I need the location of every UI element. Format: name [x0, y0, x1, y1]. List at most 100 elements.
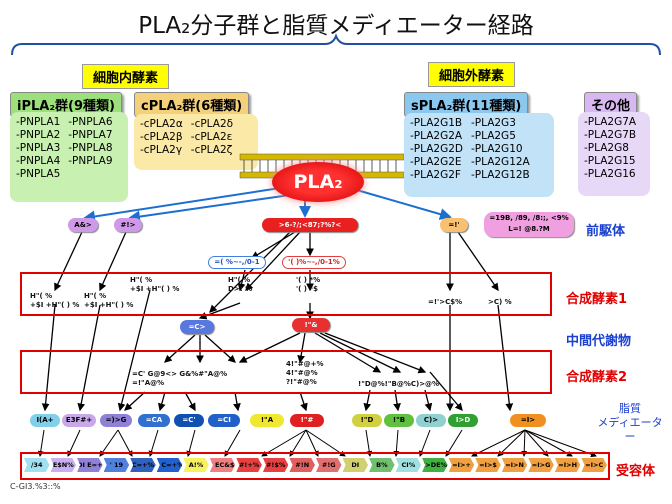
- mediator-node: =)>G: [100, 414, 132, 427]
- cpla2-item: -cPLA2δ: [190, 118, 234, 130]
- ipla2-item: -PNPLA1: [16, 116, 61, 128]
- intracellular-label: 細胞内酵素: [82, 64, 170, 89]
- receptor-node: =I>C: [581, 458, 607, 472]
- other-item: -PLA2G7A: [584, 116, 637, 128]
- mediator-node: !"A: [250, 414, 284, 427]
- receptor-node: ' 19: [103, 458, 130, 472]
- receptor-node: #!+%: [236, 458, 262, 472]
- receptor-node: C=+%: [130, 458, 156, 472]
- precursor-node: =!': [440, 218, 468, 232]
- precursor-node: #!>: [114, 218, 142, 232]
- mediator-node: I>D: [448, 414, 478, 427]
- label-synthase1: 合成酵素1: [566, 292, 628, 307]
- mediator-node: E3F#+: [62, 414, 96, 427]
- cpla2-group-list: -cPLA2α -cPLA2β -cPLA2γ -cPLA2δ -cPLA2ε …: [134, 114, 258, 170]
- mediator-node: =C': [174, 414, 204, 427]
- footnote: C-GI3.%3::%: [10, 482, 61, 491]
- mediator-node: !"#: [290, 414, 324, 427]
- receptor-node: #!G: [316, 458, 342, 472]
- other-item: -PLA2G15: [584, 155, 636, 167]
- mediator-node: C)>: [416, 414, 446, 427]
- receptor-row: /34E$N%DI E=+%' 19C=+%J C=+%A!%' EC&$#!+…: [24, 458, 608, 474]
- receptor-node: ' EC&$: [209, 458, 236, 472]
- label-intermediate: 中間代謝物: [566, 334, 632, 349]
- synthase1-node: H"( % +$I +H"( ) %: [30, 292, 80, 309]
- cpla2-col1: -cPLA2α -cPLA2β -cPLA2γ: [140, 118, 183, 157]
- spla2-col2: -PLA2G3 -PLA2G5 -PLA2G10 -PLA2G12A -PLA2…: [471, 117, 530, 182]
- label-synthase2: 合成酵素2: [566, 370, 628, 385]
- spla2-item: -PLA2G2F: [410, 169, 461, 181]
- synthase2-node: =C' G@9<> G&%#"A@% =!"A@%: [132, 370, 228, 387]
- spla2-item: -PLA2G2A: [410, 130, 463, 142]
- synthase2-node: !"D@%!"B@%C)>@%: [358, 380, 440, 388]
- synthase1-node: >C) %: [488, 298, 512, 306]
- precursor-sub-node: '( )%~-,/0-1%: [282, 256, 346, 269]
- receptor-node: #!$%: [262, 458, 289, 472]
- ipla2-item: -PNPLA2: [16, 129, 61, 141]
- precursor-node: =19B, /89, /8:;, <9% L=! @8.?M: [484, 212, 574, 237]
- mediator-node: =I>: [510, 414, 546, 427]
- precursor-node: A&>: [68, 218, 98, 232]
- ipla2-item: -PNPLA3: [16, 142, 61, 154]
- pla2-enzyme-node: PLA₂: [272, 162, 364, 202]
- receptor-node: CI%: [395, 458, 422, 472]
- extracellular-label: 細胞外酵素: [428, 62, 516, 87]
- spla2-item: -PLA2G12B: [470, 169, 530, 181]
- receptor-frame: [20, 452, 610, 480]
- spla2-group-list: -PLA2G1B -PLA2G2A -PLA2G2D -PLA2G2E -PLA…: [404, 113, 554, 197]
- synthase2-frame: [20, 350, 552, 394]
- precursor-node: >6-?/;<87;?%?<: [262, 218, 358, 232]
- other-item: -PLA2G7B: [584, 129, 637, 141]
- cpla2-item: -cPLA2ζ: [190, 144, 233, 156]
- ipla2-col1: -PNPLA1 -PNPLA2 -PNPLA3 -PNPLA4 -PNPLA5: [16, 116, 60, 181]
- receptor-node: =I>G: [528, 458, 554, 472]
- receptor-node: DI: [342, 458, 369, 472]
- pla2-label: PLA₂: [293, 171, 343, 193]
- receptor-node: J C=+%: [156, 458, 183, 472]
- label-precursor: 前駆体: [586, 224, 626, 239]
- mediator-node: =CA: [138, 414, 170, 427]
- other-group-list: -PLA2G7A -PLA2G7B -PLA2G8 -PLA2G15 -PLA2…: [578, 112, 650, 196]
- receptor-node: =I>+: [448, 458, 475, 472]
- spla2-col1: -PLA2G1B -PLA2G2A -PLA2G2D -PLA2G2E -PLA…: [410, 117, 463, 182]
- ipla2-item: -PNPLA6: [68, 116, 113, 128]
- mediator-node: !"D: [352, 414, 382, 427]
- receptor-node: A!%: [183, 458, 209, 472]
- receptor-node: =I>N: [501, 458, 528, 472]
- spla2-item: -PLA2G2D: [410, 143, 463, 155]
- synthase1-node: H"( % +$I +H"( ) %: [84, 292, 134, 309]
- mediator-node: I(A+: [30, 414, 60, 427]
- synthase1-node: =!'>C$%: [428, 298, 463, 306]
- cpla2-item: -cPLA2α: [140, 118, 183, 130]
- cpla2-item: -cPLA2ε: [190, 131, 233, 143]
- cpla2-item: -cPLA2β: [140, 131, 183, 143]
- ipla2-item: -PNPLA7: [68, 129, 113, 141]
- label-mediator: 脂質 メディエーター: [597, 402, 663, 443]
- receptor-node: =I>$: [475, 458, 501, 472]
- synthase1-node: H"( % +$I +H"( ) %: [130, 276, 180, 293]
- cpla2-item: -cPLA2γ: [140, 144, 183, 156]
- ipla2-group-list: -PNPLA1 -PNPLA2 -PNPLA3 -PNPLA4 -PNPLA5 …: [10, 112, 128, 202]
- ipla2-item: -PNPLA5: [16, 168, 61, 180]
- receptor-node: #!N: [289, 458, 315, 472]
- cpla2-group-title: cPLA₂群(6種類): [134, 92, 250, 117]
- spla2-item: -PLA2G2E: [410, 156, 462, 168]
- receptor-node: DI E=+%: [77, 458, 103, 472]
- spla2-item: -PLA2G3: [470, 117, 516, 129]
- ipla2-item: -PNPLA8: [68, 142, 113, 154]
- spla2-item: -PLA2G10: [470, 143, 523, 155]
- label-receptor: 受容体: [616, 464, 656, 479]
- receptor-node: /34: [24, 458, 50, 472]
- receptor-node: =I>H: [554, 458, 581, 472]
- synthase2-node: 4!"#@+% 4!"#@% ?!"#@%: [286, 360, 324, 386]
- spla2-item: -PLA2G1B: [410, 117, 463, 129]
- synthase1-node: '( ) *% '( ) *$: [296, 276, 321, 293]
- spla2-item: -PLA2G5: [470, 130, 516, 142]
- mediator-node: =CI: [208, 414, 240, 427]
- other-item: -PLA2G8: [584, 142, 629, 154]
- ipla2-col2: -PNPLA6 -PNPLA7 -PNPLA8 -PNPLA9: [68, 116, 112, 168]
- mediator-row: I(A+ E3F#+ =)>G =CA =C' =CI !"A !"# !"D …: [28, 414, 558, 430]
- other-item: -PLA2G16: [584, 168, 636, 180]
- synthase1-frame: [20, 272, 552, 316]
- receptor-node: E$N%: [50, 458, 77, 472]
